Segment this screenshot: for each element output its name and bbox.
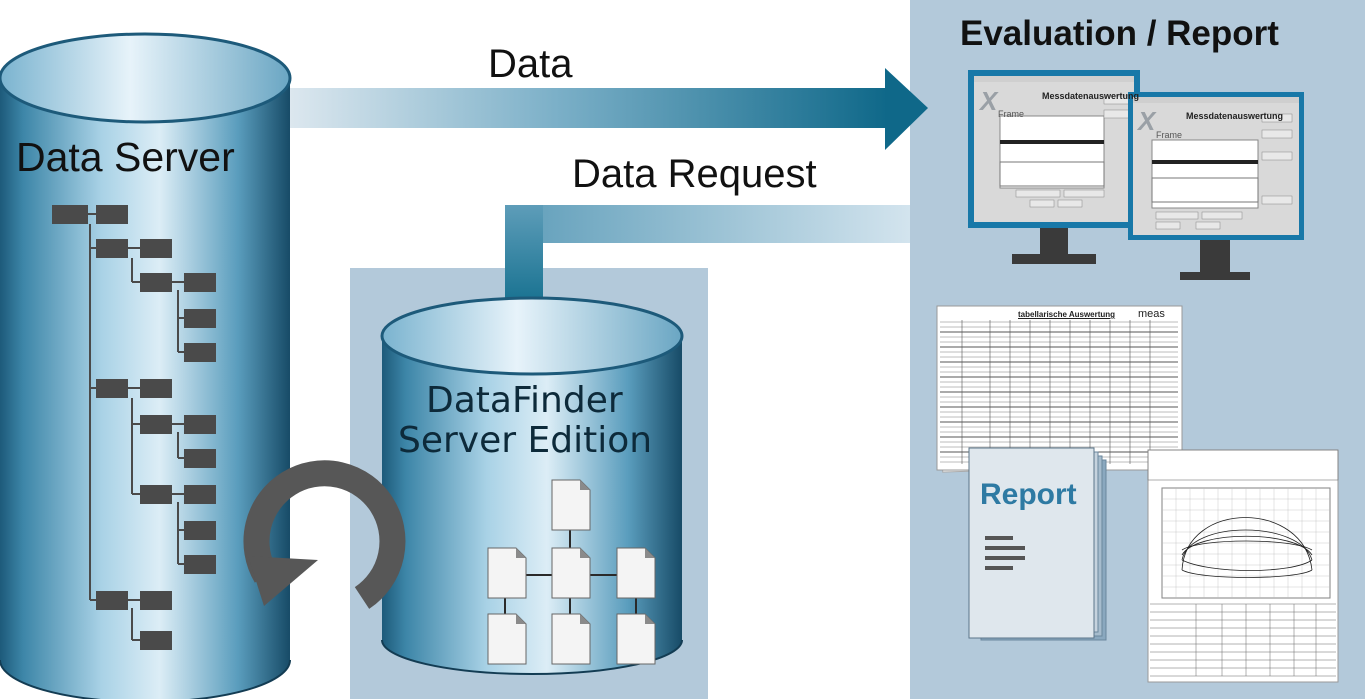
data-arrow [282,68,928,150]
monitor-back-title: Messdatenauswertung [1042,91,1140,101]
report-booklet [968,447,1107,641]
data-request-label: Data Request [572,152,817,196]
document-tree [487,479,656,665]
datafinder-cylinder [380,296,684,675]
monitor-back-logo-sub: Frame [998,109,1025,119]
chart-document [1147,449,1339,683]
monitor-front-logo: X [1138,106,1156,136]
monitor-front [1128,92,1304,280]
table-document-title: tabellarische Auswertung [1018,310,1116,319]
evaluation-report-title: Evaluation / Report [960,14,1279,53]
monitor-back-logo: X [980,86,998,116]
refresh-arrow-icon [243,460,406,609]
table-document-brand: meas [1138,308,1165,320]
data-tree [52,205,216,650]
table-document [936,305,1184,473]
datafinder-label-line1: DataFinder [426,380,623,421]
monitor-front-logo-sub: Frame [1156,130,1183,140]
monitor-front-title: Messdatenauswertung [1186,111,1284,121]
monitor-back [968,70,1140,264]
data-server-label: Data Server [16,134,235,180]
data-label: Data [488,42,573,86]
datafinder-label-line2: Server Edition [398,420,653,461]
report-label: Report [980,478,1077,511]
